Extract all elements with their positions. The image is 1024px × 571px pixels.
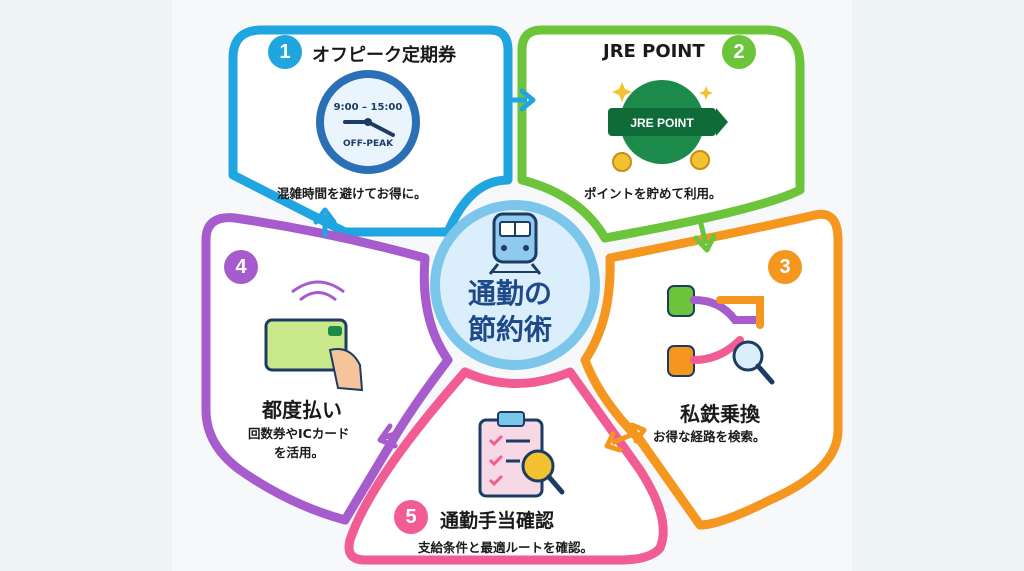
step-4-description-line1: 回数券やICカード (248, 426, 350, 441)
step-1-number: 1 (268, 35, 302, 69)
arrow-5-to-4 (382, 429, 401, 441)
center-title-line1: 通勤の (467, 277, 552, 310)
arrow-2-to-3 (697, 219, 709, 245)
step-5-description: 支給条件と最適ルートを確認。 (418, 540, 594, 555)
segment-3-border (580, 209, 843, 530)
train-icon (488, 212, 542, 275)
step-1-description: 混雑時間を避けてお得に。 (277, 186, 427, 201)
arrow-3-to-5 (611, 429, 639, 446)
step-5-number: 5 (394, 500, 428, 534)
step-2-description: ポイントを貯めて利用。 (584, 186, 722, 201)
step-2-title: JRE POINT (603, 41, 705, 62)
ic-card-icon (264, 280, 364, 392)
clock-time-text: 9:00 – 15:00 (334, 102, 403, 113)
jre-point-logo: JRE POINT (608, 80, 728, 172)
step-4-description-line2: を活用。 (274, 445, 325, 460)
step-4-title: 都度払い (262, 398, 342, 422)
clock-offpeak-label: OFF-PEAK (343, 139, 394, 149)
step-3-description: お得な経路を検索。 (653, 429, 766, 444)
center-title-line2: 節約術 (467, 313, 552, 346)
center-hub (430, 200, 600, 370)
jre-point-badge-text: JRE POINT (630, 116, 694, 130)
step-5-title: 通勤手当確認 (440, 510, 555, 532)
step-4-number: 4 (224, 250, 258, 284)
clipboard-checklist-icon (478, 411, 565, 498)
center-title: 通勤の 節約術 (440, 276, 580, 348)
step-3-number: 3 (768, 250, 802, 284)
step-1-title: オフピーク定期券 (312, 45, 456, 66)
step-3-title: 私鉄乗換 (680, 402, 760, 426)
clock-icon: 9:00 – 15:00 OFF-PEAK (316, 70, 420, 174)
step-2-number: 2 (722, 35, 756, 69)
route-search-icon (667, 285, 775, 385)
